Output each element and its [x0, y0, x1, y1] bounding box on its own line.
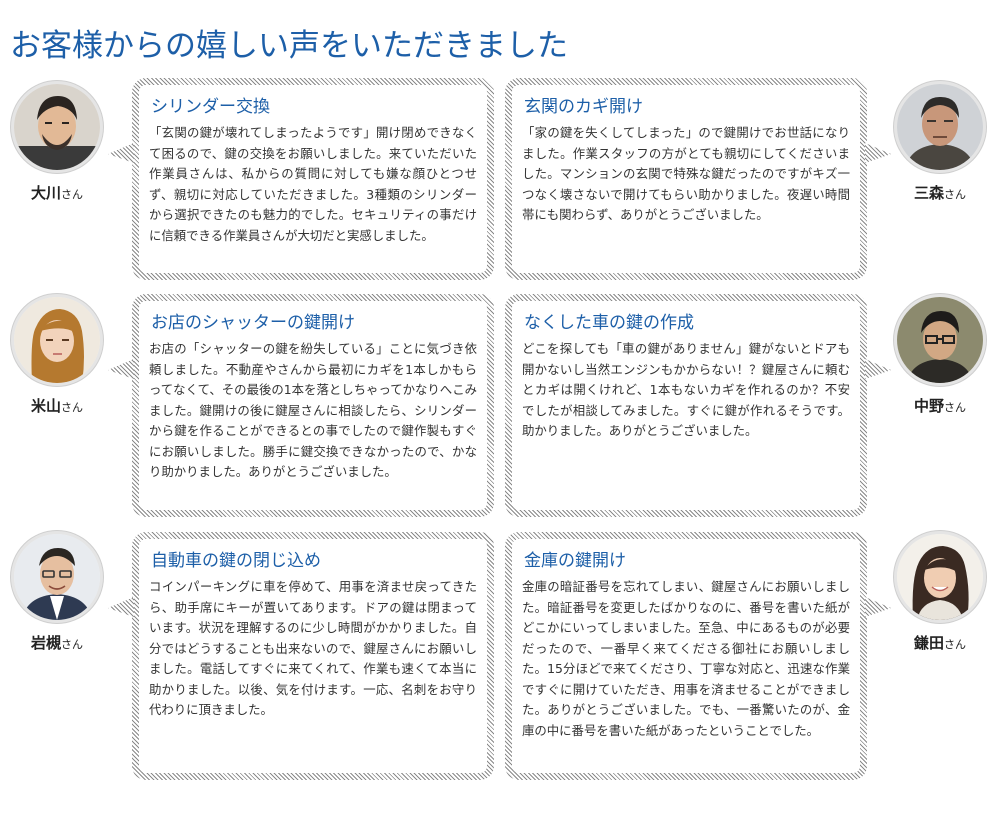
customer-name: 鎌田: [913, 634, 944, 652]
page-title: お客様からの嬉しい声をいただきました: [10, 28, 568, 64]
customer-yoneyama: 米山さん: [5, 294, 109, 416]
testimonial-card-cylinder-exchange: シリンダー交換 「玄関の鍵が壊れてしまったようです」開け閉めできなくて困るので、…: [108, 78, 494, 280]
honorific: さん: [61, 638, 83, 651]
testimonial-text: 金庫の暗証番号を忘れてしまい、鍵屋さんにお願いしました。暗証番号を変更したばかり…: [522, 579, 850, 738]
testimonial-title: お店のシャッターの鍵開け: [151, 313, 355, 333]
testimonial-card-entrance-unlock: 玄関のカギ開け 「家の鍵を失くしてしまった」ので鍵開けでお世話になりました。作業…: [505, 78, 891, 280]
testimonial-title: シリンダー交換: [151, 97, 270, 117]
honorific: さん: [944, 401, 966, 414]
speech-tail-icon: [108, 143, 134, 163]
testimonial-card-lost-car-key: なくした車の鍵の作成 どこを探しても「車の鍵がありません」鍵がないとドアも開かな…: [505, 294, 891, 517]
testimonial-text: 「家の鍵を失くしてしまった」ので鍵開けでお世話になりました。作業スタッフの方がと…: [522, 125, 850, 222]
testimonial-text: どこを探しても「車の鍵がありません」鍵がないとドアも開かないし当然エンジンもかか…: [522, 341, 850, 438]
testimonial-title: 自動車の鍵の閉じ込め: [151, 551, 321, 571]
businessman-glasses-photo: [11, 531, 103, 623]
older-man-photo: [894, 81, 986, 173]
customer-mitsumori: 三森さん: [888, 81, 992, 203]
testimonial-text: お店の「シャッターの鍵を紛失している」ことに気づき依頼しました。不動産やさんから…: [149, 341, 477, 479]
testimonial-card-safe-unlock: 金庫の鍵開け 金庫の暗証番号を忘れてしまい、鍵屋さんにお願いしました。暗証番号を…: [505, 532, 891, 780]
testimonial-title: 金庫の鍵開け: [524, 551, 626, 571]
customer-name: 岩槻: [30, 634, 61, 652]
customer-iwatsuki: 岩槻さん: [5, 531, 109, 653]
speech-tail-icon: [108, 597, 134, 617]
woman-smiling-photo: [894, 531, 986, 623]
honorific: さん: [61, 401, 83, 414]
testimonial-text: コインパーキングに車を停めて、用事を済ませ戻ってきたら、助手席にキーが置いてあり…: [149, 579, 477, 717]
young-man-glasses-photo: [894, 294, 986, 386]
young-woman-photo: [11, 294, 103, 386]
testimonial-card-car-lockout: 自動車の鍵の閉じ込め コインパーキングに車を停めて、用事を済ませ戻ってきたら、助…: [108, 532, 494, 780]
customer-kamata: 鎌田さん: [888, 531, 992, 653]
honorific: さん: [61, 188, 83, 201]
honorific: さん: [944, 188, 966, 201]
customer-name: 中野: [913, 397, 944, 415]
honorific: さん: [944, 638, 966, 651]
testimonial-text: 「玄関の鍵が壊れてしまったようです」開け閉めできなくて困るので、鍵の交換をお願い…: [149, 125, 477, 243]
customer-name: 米山: [30, 397, 61, 415]
man-with-beard-photo: [11, 81, 103, 173]
testimonial-title: 玄関のカギ開け: [524, 97, 643, 117]
testimonial-card-shutter-unlock: お店のシャッターの鍵開け お店の「シャッターの鍵を紛失している」ことに気づき依頼…: [108, 294, 494, 517]
customer-nakano: 中野さん: [888, 294, 992, 416]
testimonial-title: なくした車の鍵の作成: [524, 313, 694, 333]
customer-name: 大川: [30, 184, 61, 202]
customer-name: 三森: [913, 184, 944, 202]
speech-tail-icon: [108, 359, 134, 379]
customer-okawa: 大川さん: [5, 81, 109, 203]
